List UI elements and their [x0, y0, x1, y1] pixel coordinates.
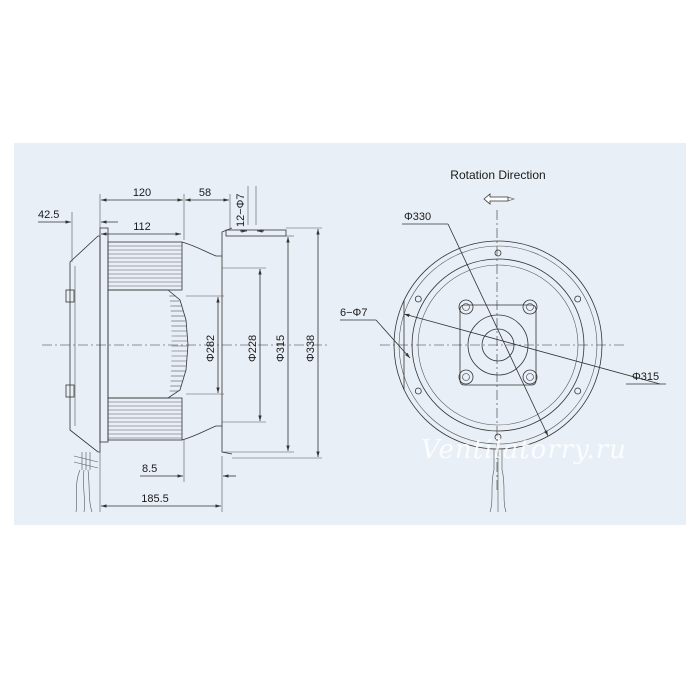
- dim-phi330: Φ330: [404, 211, 431, 223]
- cable: [81, 452, 91, 470]
- drawing-panel: [14, 143, 686, 525]
- dim-8-5: 8.5: [142, 463, 157, 475]
- shroud-top: [181, 227, 233, 257]
- dim-58: 58: [199, 187, 211, 199]
- dim-phi338: Φ338: [305, 335, 317, 362]
- dim-6-phi7: 6−Φ7: [340, 307, 367, 319]
- dim-42-5: 42.5: [38, 209, 59, 221]
- shroud-bottom: [181, 425, 233, 455]
- hub-bolt: [522, 299, 538, 315]
- motor-bolt-top: [65, 289, 75, 303]
- mounting-hole: [494, 433, 502, 441]
- rotation-arrow-icon: [483, 193, 509, 205]
- hub-bolt: [458, 299, 474, 315]
- front-cable: [493, 449, 503, 470]
- motor-plate: [99, 227, 109, 443]
- dim-phi282: Φ282: [205, 335, 217, 362]
- mounting-hole: [574, 295, 582, 303]
- dim-185-5: 185.5: [141, 493, 169, 505]
- mounting-flange: [225, 229, 287, 237]
- hub-circle: [467, 314, 529, 376]
- dim-12-phi7: 12−Φ7: [235, 193, 247, 227]
- hub-bolt-inner: [526, 303, 534, 311]
- dim-120: 120: [133, 187, 151, 199]
- dim-phi315-front: Φ315: [632, 371, 659, 383]
- motor-mount-plate: [459, 304, 537, 386]
- hub-bolt-inner: [526, 373, 534, 381]
- hub-bolt: [458, 369, 474, 385]
- rotor-hub: [107, 289, 189, 399]
- hub-bolt: [522, 369, 538, 385]
- front-view: Rotation Direction Φ330 6−Φ7 Φ3: [340, 168, 666, 513]
- outer-ring-inner: [398, 245, 598, 445]
- hub-bolt-inner: [462, 303, 470, 311]
- motor-cap: [69, 235, 101, 453]
- mounting-hole: [574, 387, 582, 395]
- hub-bolt-inner: [462, 373, 470, 381]
- dim-phi228: Φ228: [247, 335, 259, 362]
- inlet-ring: [411, 258, 585, 432]
- mounting-hole: [414, 387, 422, 395]
- dim-112: 112: [133, 221, 151, 233]
- shaft-circle: [481, 328, 515, 362]
- inlet-ring-inner: [417, 264, 579, 426]
- watermark: Ventilatorry.ru: [421, 435, 627, 465]
- mounting-hole: [414, 295, 422, 303]
- rotation-direction-title: Rotation Direction: [450, 168, 545, 182]
- side-view: 120 58 12−Φ7 42.5 112 Φ282 Φ228 Φ315: [38, 186, 330, 513]
- dim-phi315: Φ315: [275, 335, 287, 362]
- mounting-hole: [494, 249, 502, 257]
- motor-bolt-bottom: [65, 384, 75, 398]
